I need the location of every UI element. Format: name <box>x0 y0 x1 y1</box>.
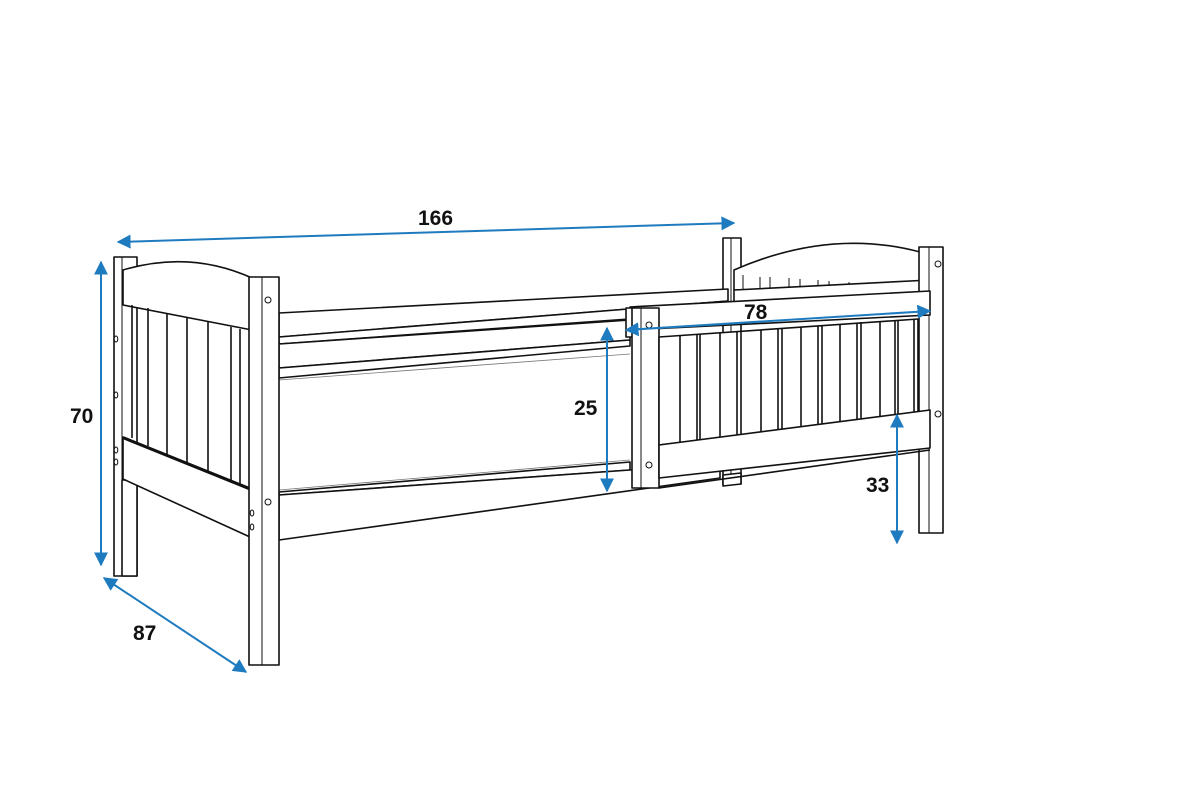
front-headboard <box>113 256 280 666</box>
dim-rail-height-label: 25 <box>574 397 598 420</box>
dim-rail-length-label: 78 <box>744 301 768 324</box>
dim-floor-clearance-label: 33 <box>866 474 890 497</box>
dim-length-arrow <box>116 216 736 249</box>
dim-height-label: 70 <box>70 405 94 428</box>
dimension-lines <box>94 216 932 673</box>
dim-length-label: 166 <box>418 207 454 230</box>
dim-depth-arrow <box>102 577 248 673</box>
dim-rail-length-arrow <box>624 304 932 337</box>
dim-depth-label: 87 <box>133 622 157 645</box>
